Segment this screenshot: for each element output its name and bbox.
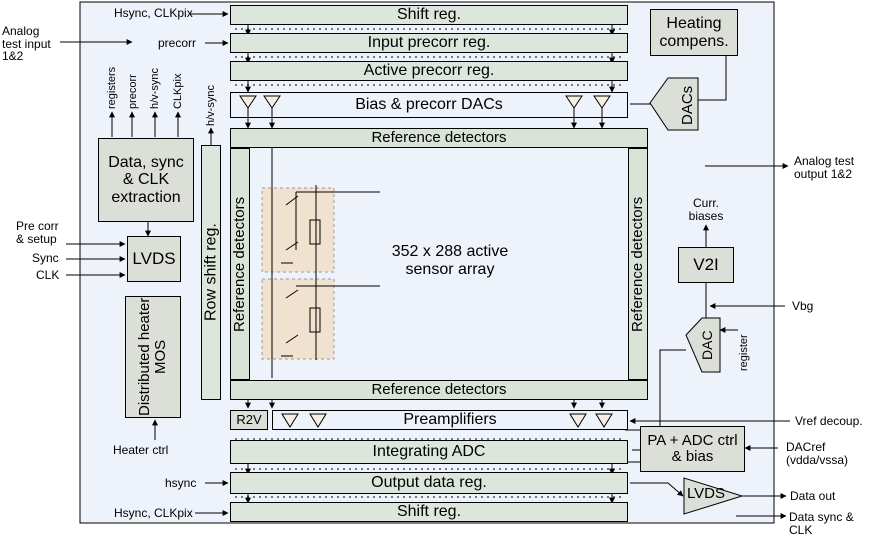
preamp-triangles	[281, 413, 613, 428]
v2i-block: V2I	[678, 247, 734, 283]
hsync-label: hsync	[165, 476, 197, 490]
output-data-reg: Output data reg.	[230, 472, 628, 494]
hsync-clkpix-bottom-label: Hsync, CLKpix	[114, 506, 193, 520]
dac-shape	[685, 317, 721, 373]
clkpix-v-label: CLKpix	[172, 73, 184, 109]
preamplifiers: Preamplifiers	[272, 410, 628, 430]
precorr-v-label: precorr	[127, 74, 139, 109]
data-sync-clk-label: Data sync & CLK	[789, 510, 854, 537]
input-precorr-reg: Input precorr reg.	[230, 33, 628, 53]
reference-detectors-top: Reference detectors	[230, 128, 648, 148]
distributed-heater-mos: Distributed heater MOS	[125, 296, 181, 418]
dac-label: DAC	[699, 330, 715, 360]
sensor-array-label: 352 x 288 active sensor array	[391, 243, 509, 278]
shift-reg-top: Shift reg.	[230, 5, 628, 25]
curr-biases-label: Curr. biases	[688, 196, 724, 223]
sync-label: Sync	[32, 251, 59, 265]
register-v-label: register	[738, 334, 750, 371]
vbg-label: Vbg	[792, 299, 814, 313]
reference-detectors-left: Reference detectors	[230, 148, 250, 380]
pa-adc-ctrl-bias: PA + ADC ctrl & bias	[640, 426, 745, 472]
clk-label: CLK	[36, 268, 60, 282]
heater-ctrl-label: Heater ctrl	[113, 443, 169, 457]
register-links	[235, 28, 625, 498]
precorr-setup-label: Pre corr & setup	[16, 219, 59, 246]
analog-test-input-label: Analog test input 1&2	[2, 24, 51, 64]
r2v-block: R2V	[230, 410, 268, 430]
dacs-shape	[649, 77, 699, 131]
lvds-in-block: LVDS	[127, 236, 181, 282]
analog-test-output-label: Analog test output 1&2	[794, 154, 855, 181]
active-precorr-reg: Active precorr reg.	[230, 61, 628, 81]
bias-precorr-dacs: Bias & precorr DACs	[230, 92, 628, 118]
heating-compens-block: Heating compens.	[650, 9, 738, 56]
hv-sync-row-label: h/v-sync	[205, 85, 217, 126]
dacs-label: DACs	[679, 85, 696, 125]
hsync-clkpix-top-label: Hsync, CLKpix	[114, 6, 193, 20]
data-out-label: Data out	[790, 489, 836, 503]
shift-reg-bottom: Shift reg.	[230, 502, 628, 522]
bias-dac-triangles	[239, 95, 611, 109]
data-sync-clk-extraction: Data, sync & CLK extraction	[98, 138, 194, 222]
vref-decoup-label: Vref decoup.	[795, 414, 863, 428]
integrating-adc: Integrating ADC	[230, 440, 628, 464]
registers-label: registers	[106, 66, 118, 109]
reference-detectors-right: Reference detectors	[628, 148, 648, 380]
row-shift-reg: Row shift reg.	[201, 145, 221, 400]
dacref-label: DACref (vdda/vssa)	[786, 440, 849, 467]
lvds-out-label: LVDS	[686, 485, 726, 502]
hv-sync-label: h/v-sync	[149, 68, 161, 109]
reference-detectors-bottom: Reference detectors	[230, 380, 648, 400]
lvds-out-shape	[683, 477, 744, 515]
pixel-cells	[247, 145, 380, 378]
precorr-label: precorr	[158, 36, 197, 50]
